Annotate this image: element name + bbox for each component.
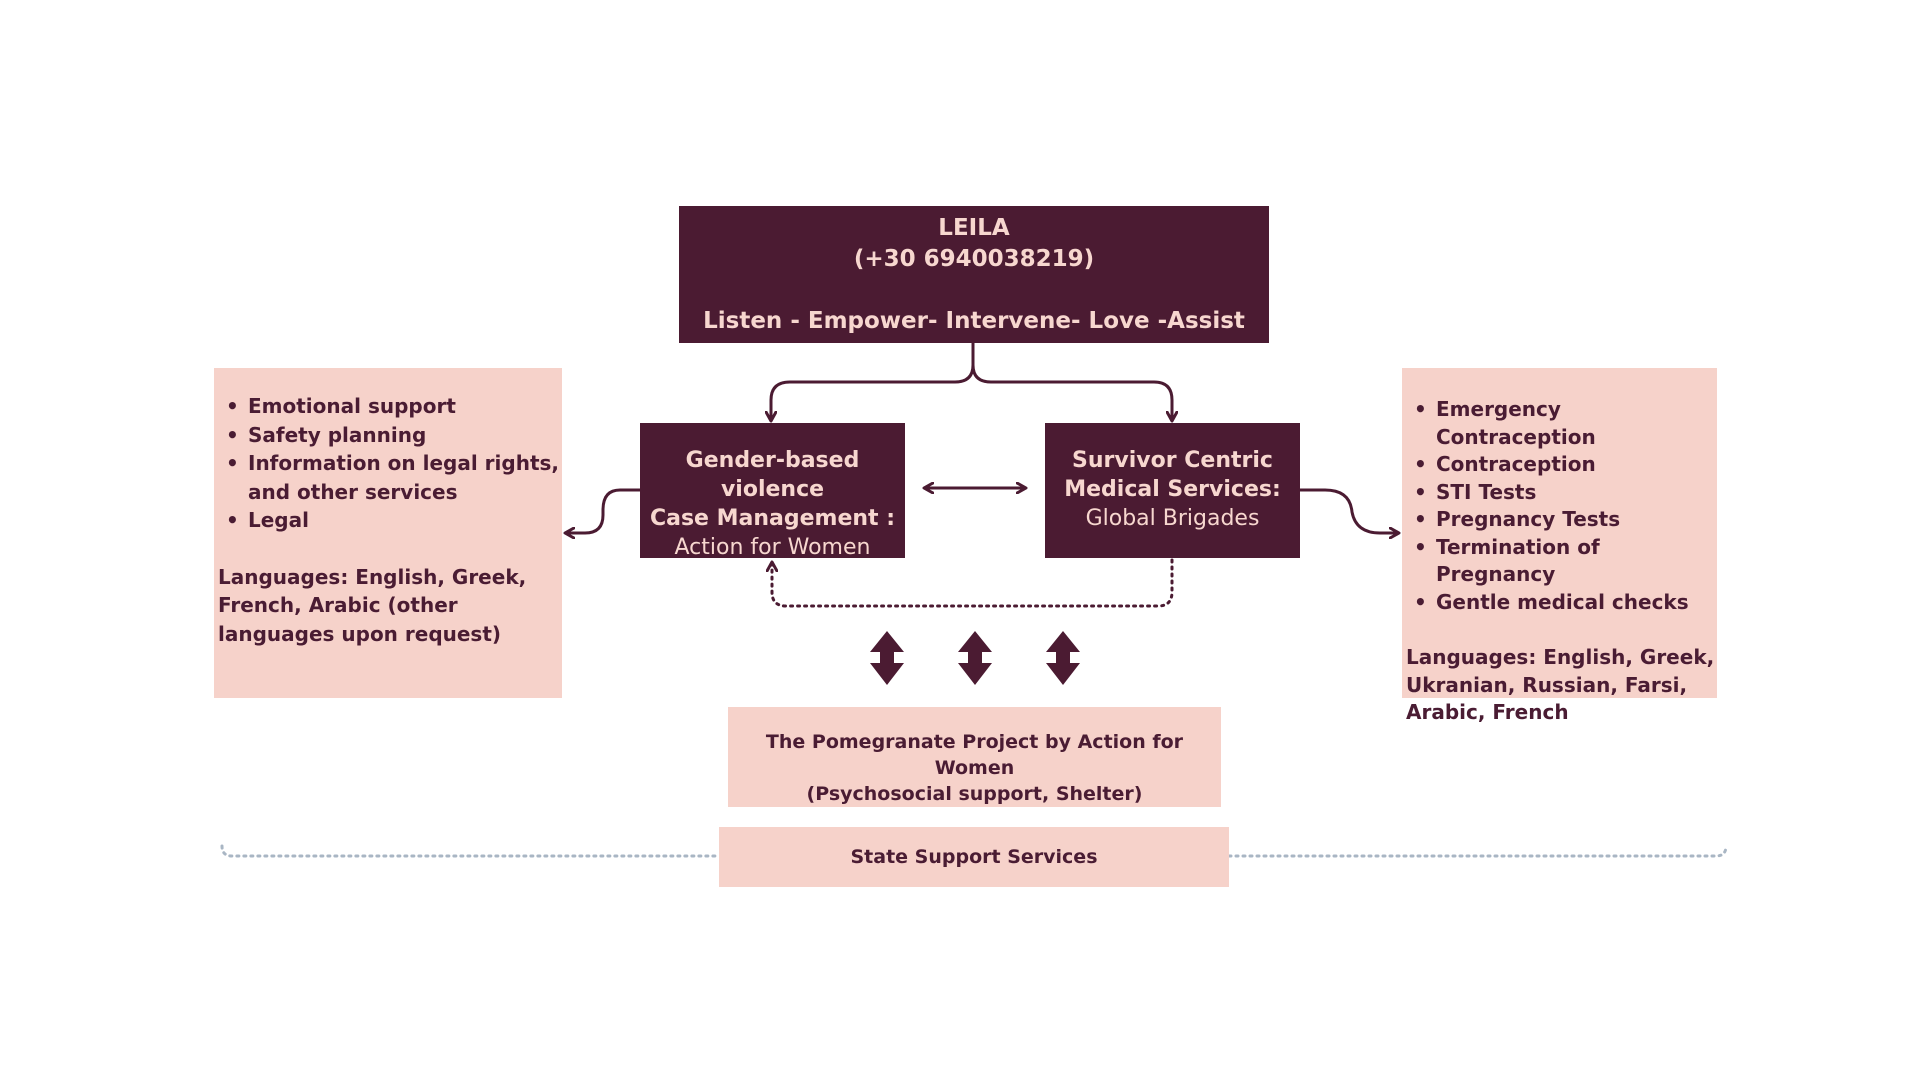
gbv-languages: Languages: English, Greek, French, Arabi…	[218, 564, 527, 646]
fork-connector-left	[771, 343, 975, 420]
double-arrow-icon-2	[958, 631, 992, 685]
list-item: Emotional support	[226, 392, 562, 421]
double-arrow-icon-3	[1046, 631, 1080, 685]
list-item: Safety planning	[226, 421, 562, 450]
pomegranate-subtitle: (Psychosocial support, Shelter)	[806, 783, 1143, 805]
medical-services-panel: Emergency Contraception Contraception ST…	[1402, 368, 1717, 724]
pomegranate-title: The Pomegranate Project by Action for Wo…	[765, 731, 1184, 779]
double-arrow-icon-1	[870, 631, 904, 685]
medical-organisation: Global Brigades	[1085, 506, 1260, 531]
medical-services-box: Survivor Centric Medical Services: Globa…	[1045, 423, 1300, 558]
gbv-case-management-box: Gender-based violence Case Management : …	[640, 423, 905, 560]
leila-name: LEILA	[938, 215, 1010, 241]
leila-phone: (+30 6940038219)	[853, 246, 1095, 272]
list-item: STI Tests	[1414, 479, 1717, 507]
list-item: Contraception	[1414, 451, 1717, 479]
gbv-services-panel: Emotional support Safety planning Inform…	[214, 368, 562, 698]
connector-to-left-panel	[566, 488, 640, 533]
connector-to-right-panel	[1300, 488, 1398, 533]
medical-title-line2: Medical Services:	[1064, 477, 1281, 502]
dotted-referral-arrow	[772, 558, 1174, 608]
medical-services-list: Emergency Contraception Contraception ST…	[1406, 396, 1717, 616]
fork-connector-right	[971, 364, 1172, 420]
state-support-label: State Support Services	[850, 846, 1098, 868]
dotted-bracket-left	[220, 844, 721, 858]
leila-hotline-box: LEILA (+30 6940038219) Listen - Empower-…	[679, 206, 1269, 343]
gbv-organisation: Action for Women	[674, 535, 871, 560]
list-item: Emergency Contraception	[1414, 396, 1717, 451]
list-item: Pregnancy Tests	[1414, 506, 1717, 534]
dotted-bracket-right	[1227, 844, 1728, 858]
list-item: Information on legal rights, and other s…	[226, 449, 562, 506]
gbv-services-list: Emotional support Safety planning Inform…	[218, 392, 562, 535]
gbv-title-line1: Gender-based violence	[685, 448, 860, 502]
list-item: Termination of Pregnancy	[1414, 534, 1717, 589]
list-item: Legal	[226, 506, 562, 535]
medical-languages: Languages: English, Greek, Ukranian, Rus…	[1406, 645, 1715, 724]
gbv-title-line2: Case Management :	[649, 506, 896, 531]
medical-title-line1: Survivor Centric	[1072, 448, 1273, 473]
state-support-services-box: State Support Services	[719, 827, 1229, 887]
list-item: Gentle medical checks	[1414, 589, 1717, 617]
leila-motto: Listen - Empower- Intervene- Love -Assis…	[703, 308, 1245, 334]
pomegranate-project-box: The Pomegranate Project by Action for Wo…	[728, 707, 1221, 807]
